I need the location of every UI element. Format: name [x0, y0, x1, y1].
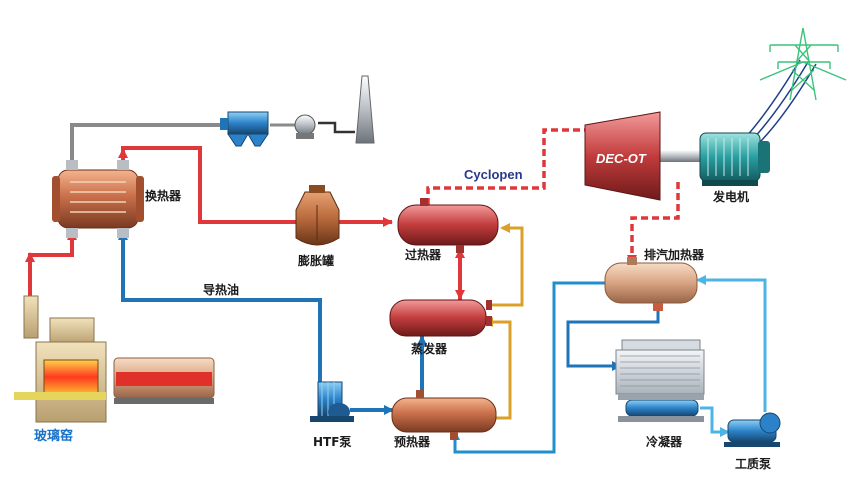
label-glass-kiln: 玻璃窑: [34, 428, 73, 444]
vapor-to-turbine: [426, 128, 598, 205]
arrow-pump-in: [720, 427, 730, 437]
evaporator: [389, 299, 492, 337]
induced-fan: [294, 114, 316, 139]
dust-collector: [220, 111, 269, 147]
expansion-tank: [295, 185, 340, 246]
flue-gas-pipe: [70, 123, 225, 165]
glass-kiln: [14, 295, 215, 423]
exhaust-vapor-pipe: [630, 182, 680, 258]
generator: [699, 132, 770, 186]
chimney: [355, 75, 375, 144]
arrow-liquid-super: [500, 223, 510, 233]
exhaust-heater: [604, 257, 698, 311]
heat-exchanger: [52, 160, 144, 238]
condenser: [615, 339, 705, 422]
label-expansion-tank: 膨胀罐: [297, 253, 334, 268]
label-superheater: 过热器: [405, 247, 442, 262]
htf-pump: [310, 381, 354, 422]
turbine: [584, 111, 661, 201]
label-turbine: DEC-OT: [596, 151, 647, 166]
exhaust-heater-preheater: [453, 281, 605, 454]
liquid-evaporator-superheater: [488, 226, 524, 307]
pump-exhaust-heater-pipe: [698, 278, 767, 412]
label-condenser: 冷凝器: [646, 434, 683, 449]
transmission-tower: [759, 27, 847, 101]
label-exhaust-heater: 排汽加热器: [644, 247, 705, 262]
superheater: [397, 198, 499, 253]
label-working-fluid: Cyclopen: [464, 167, 523, 182]
power-line-2: [751, 61, 809, 141]
arrow-preheater-in: [384, 405, 394, 415]
arrow-hx-out: [118, 148, 128, 158]
arrow-oil-evap: [417, 335, 427, 345]
turbine-shaft: [655, 150, 703, 162]
arrow-oil-down: [455, 290, 465, 300]
preheater: [391, 390, 497, 440]
power-line-1: [744, 59, 801, 139]
label-preheater: 预热器: [394, 434, 431, 449]
liquid-preheater-evaporator: [485, 320, 512, 420]
stack-duct: [318, 121, 355, 134]
kiln-hot-pipe: [28, 232, 74, 298]
label-thermal-oil: 导热油: [203, 282, 239, 297]
label-evaporator: 蒸发器: [411, 341, 448, 356]
working-fluid-pump: [724, 412, 781, 447]
label-generator: 发电机: [712, 189, 749, 204]
label-heat-exchanger: 换热器: [145, 188, 182, 203]
exhaust-heater-condenser: [566, 305, 660, 368]
arrow-kiln-up: [25, 252, 35, 262]
label-htf-pump: HTF泵: [313, 435, 351, 449]
arrow-superheater-in: [383, 217, 393, 227]
arrow-exhaust-heater-in: [696, 275, 706, 285]
label-fluid-pump: 工质泵: [735, 456, 771, 471]
condenser-pump-pipe: [700, 406, 728, 434]
hot-oil-pipe: [121, 146, 392, 224]
